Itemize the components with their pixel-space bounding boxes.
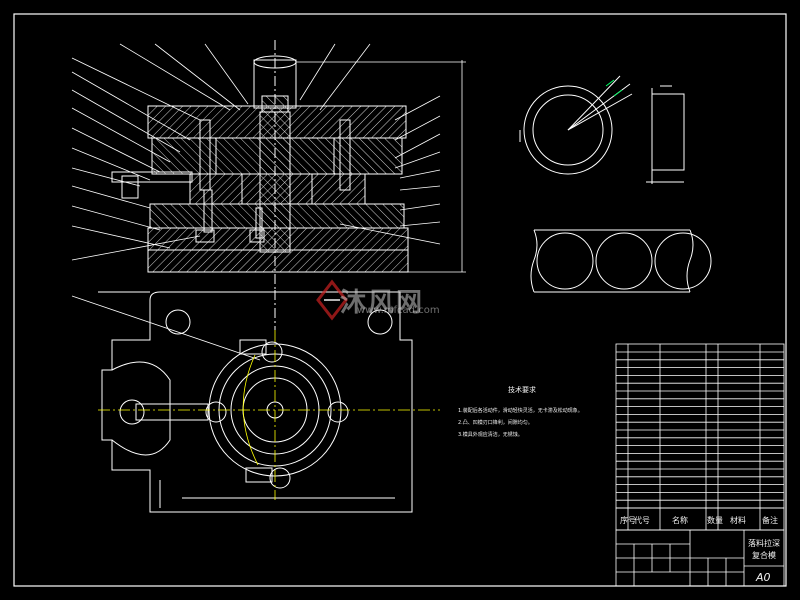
part-detail-view <box>519 75 685 184</box>
drawing-name-2: 复合模 <box>752 550 776 560</box>
header-cell-name: 名称 <box>672 515 688 525</box>
leader-lines-right <box>296 60 466 273</box>
header-cell-material: 材料 <box>730 515 746 525</box>
notes-line-2: 2.凸、凹模刃口锋利，间隙均匀。 <box>458 419 533 426</box>
header-cell-no: 序号 <box>620 515 636 525</box>
sheet-size: A0 <box>755 571 771 584</box>
center-lines <box>98 330 440 500</box>
title-block <box>615 507 785 587</box>
notes-line-3: 3.模具外观应清洁，无锈蚀。 <box>458 431 523 438</box>
watermark-logo-icon <box>316 279 348 321</box>
leader-lines-left <box>71 43 371 361</box>
header-cell-qty: 数量 <box>707 515 723 525</box>
notes-line-1: 1.装配后各活动件，滑动轻快灵活，无卡滞及松动现象。 <box>458 407 583 414</box>
watermark-url: www.mfcad.com <box>357 305 440 316</box>
top-view <box>101 291 413 513</box>
watermark-site-name: 沐风网 <box>340 288 425 318</box>
notes-heading: 技术要求 <box>508 385 536 394</box>
parts-list-table <box>615 343 785 509</box>
strip-layout <box>530 229 712 293</box>
part-detail-labels <box>605 79 623 97</box>
notes-block: 技术要求 1.装配后各活动件，滑动轻快灵活，无卡滞及松动现象。 2.凸、凹模刃口… <box>458 385 583 438</box>
section-view <box>111 40 409 290</box>
title-block-text: 序号 代号 名称 数量 材料 备注 落料拉深 复合模 A0 <box>620 515 780 584</box>
drawing-name: 落料拉深 <box>748 538 780 548</box>
header-cell-remark: 备注 <box>762 515 778 525</box>
header-cell-code: 代号 <box>634 515 650 525</box>
drawing-border <box>13 13 787 587</box>
